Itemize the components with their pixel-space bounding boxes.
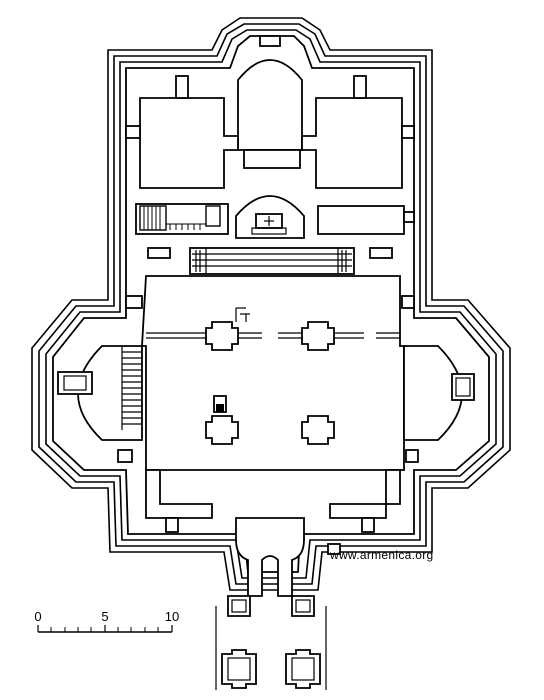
piers [205, 321, 335, 445]
altar [251, 213, 287, 235]
pier-bottom-right [301, 415, 335, 445]
tomb-slab [213, 395, 227, 413]
bottom-right-bay [329, 469, 401, 519]
scale-label-0: 0 [34, 609, 41, 624]
arch-lines [146, 307, 400, 339]
watermark: www.armenica.org [329, 548, 434, 562]
outer-foundation-outlines [31, 17, 511, 591]
scale-bar: 0 5 10 [34, 609, 179, 633]
left-apse-altar [57, 371, 93, 395]
main-hall [141, 275, 405, 471]
scale-label-10: 10 [165, 609, 179, 624]
bema [189, 247, 355, 275]
entrance-corridor [235, 517, 305, 597]
scale-label-5: 5 [101, 609, 108, 624]
pier-top-right [301, 321, 335, 351]
pier-top-left [205, 321, 239, 351]
bema-steps [192, 248, 352, 274]
porch-base-left [221, 649, 257, 689]
porch-base-right [285, 649, 321, 689]
pier-bottom-left [205, 415, 239, 445]
porch-left-pillar [227, 595, 251, 617]
central-passage [243, 149, 301, 169]
porch [215, 595, 327, 690]
wall-niches [117, 35, 419, 555]
left-apse-stair [121, 346, 142, 430]
right-vestry [317, 205, 405, 235]
top-left-chamber [139, 97, 239, 189]
bottom-left-bay [145, 469, 213, 519]
porch-right-pillar [291, 595, 315, 617]
right-apse-altar [451, 373, 475, 401]
top-apse [237, 59, 303, 151]
left-vestry-stair [139, 205, 221, 231]
top-right-chamber [301, 97, 403, 189]
